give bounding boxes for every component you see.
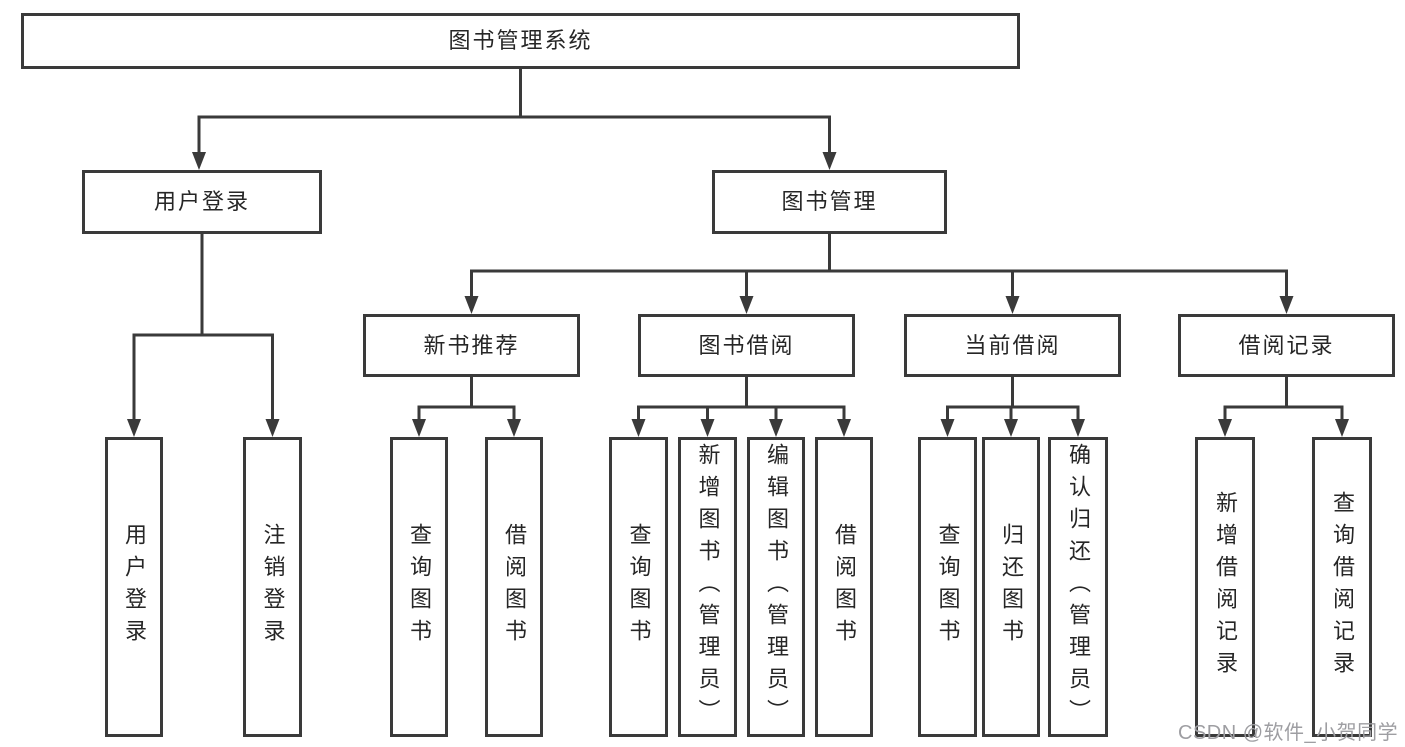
arrow-down-icon [1071, 419, 1085, 437]
node-label: 查询图书 [626, 523, 652, 651]
arrow-down-icon [1279, 296, 1294, 314]
arrow-down-icon [739, 296, 754, 314]
node-label: 借阅图书 [502, 523, 527, 651]
arrow-down-icon [1218, 419, 1232, 437]
leaf-return-books: 归还图书 [982, 437, 1040, 737]
arrow-down-icon [769, 419, 783, 437]
leaf-recommend-borrow-books: 借阅图书 [485, 437, 543, 737]
arrow-down-icon [700, 419, 715, 437]
wire-root [197, 69, 831, 153]
arrow-down-icon [822, 152, 837, 170]
node-book-management: 图书管理 [712, 170, 947, 234]
node-label: 图书管理 [781, 189, 878, 214]
node-current-borrow: 当前借阅 [904, 314, 1121, 377]
node-label: 查询图书 [935, 523, 961, 651]
node-label: 新增图书（管理员） [695, 443, 721, 731]
node-new-book-recommend: 新书推荐 [363, 314, 580, 377]
node-label: 用户登录 [122, 523, 147, 651]
node-label: 图书借阅 [698, 332, 795, 358]
node-label: 用户登录 [153, 189, 250, 214]
arrow-down-icon [631, 419, 646, 437]
node-borrow-records: 借阅记录 [1178, 314, 1395, 377]
arrow-down-icon [507, 419, 521, 437]
wire-book-management [470, 234, 1288, 297]
arrow-down-icon [940, 419, 955, 437]
wire-book-borrow [637, 377, 846, 420]
node-label: 当前借阅 [964, 332, 1061, 358]
arrow-down-icon [464, 296, 479, 314]
node-label: 新书推荐 [423, 332, 520, 358]
leaf-edit-books-admin: 编辑图书（管理员） [747, 437, 805, 737]
leaf-recommend-query-books: 查询图书 [390, 437, 448, 737]
leaf-logout: 注销登录 [243, 437, 302, 737]
node-label: 确认归还（管理员） [1066, 443, 1091, 731]
wire-borrow-records [1223, 377, 1344, 420]
node-label: 注销登录 [260, 523, 286, 651]
arrow-down-icon [1005, 296, 1020, 314]
leaf-borrow-query-books: 查询图书 [609, 437, 668, 737]
node-label: 图书管理系统 [448, 28, 593, 53]
leaf-borrow-books: 借阅图书 [815, 437, 873, 737]
arrow-down-icon [127, 419, 141, 437]
wire-current-borrow [946, 377, 1080, 420]
leaf-confirm-return-admin: 确认归还（管理员） [1048, 437, 1108, 737]
wire-new-book-recommend [417, 377, 516, 420]
leaf-query-borrow-record: 查询借阅记录 [1312, 437, 1372, 737]
node-label: 编辑图书（管理员） [764, 443, 789, 731]
arrow-down-icon [837, 419, 851, 437]
arrow-down-icon [265, 419, 280, 437]
arrow-down-icon [192, 152, 206, 170]
arrow-heads [127, 152, 1349, 437]
leaf-user-login: 用户登录 [105, 437, 163, 737]
csdn-watermark: CSDN @软件_小贺同学 [1178, 722, 1399, 744]
node-label: 归还图书 [999, 523, 1024, 651]
node-library-system: 图书管理系统 [21, 13, 1020, 69]
node-label: 查询借阅记录 [1330, 491, 1355, 683]
node-label: 借阅图书 [832, 523, 857, 651]
node-label: 借阅记录 [1238, 332, 1335, 358]
wire-user-login [132, 234, 274, 420]
node-label: 查询图书 [407, 523, 432, 651]
node-book-borrow: 图书借阅 [638, 314, 855, 377]
leaf-current-query-books: 查询图书 [918, 437, 977, 737]
arrow-down-icon [1004, 419, 1018, 437]
leaf-add-books-admin: 新增图书（管理员） [678, 437, 737, 737]
leaf-add-borrow-record: 新增借阅记录 [1195, 437, 1255, 737]
node-user-login: 用户登录 [82, 170, 322, 234]
arrow-down-icon [1335, 419, 1349, 437]
node-label: 新增借阅记录 [1213, 491, 1238, 683]
arrow-down-icon [412, 419, 426, 437]
